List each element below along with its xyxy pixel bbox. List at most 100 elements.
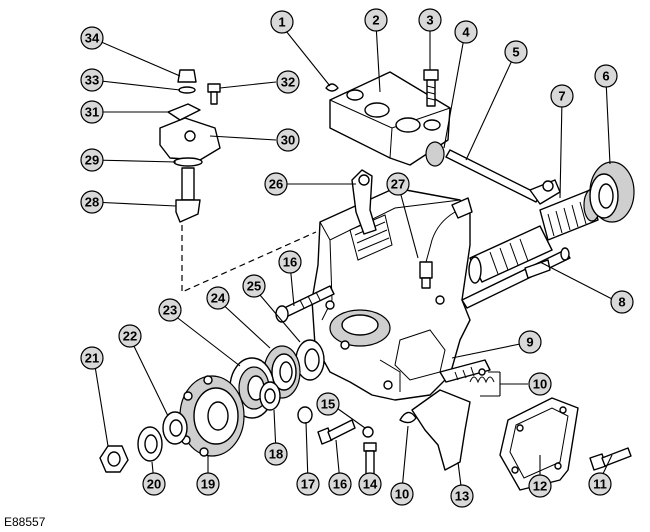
callout-2: 2 [364,8,388,32]
svg-text:24: 24 [211,291,226,306]
svg-text:11: 11 [593,477,607,492]
callout-6: 6 [594,64,618,88]
lever [351,169,377,235]
callout-15: 15 [316,392,340,416]
callout-10-right: 10 [528,372,552,396]
callout-1: 1 [270,10,294,34]
figure-reference: E88557 [4,515,46,529]
svg-text:1: 1 [278,15,285,30]
clip-1 [325,83,339,92]
svg-text:10: 10 [395,487,409,502]
svg-text:5: 5 [512,45,519,60]
callout-7: 7 [550,84,574,108]
svg-text:2: 2 [372,13,379,28]
svg-text:32: 32 [281,75,295,90]
bolt-32 [207,83,221,105]
bolt-3 [423,69,439,107]
flange [179,375,245,457]
bolt-16-bottom [317,419,356,445]
svg-text:34: 34 [85,31,100,46]
callout-23: 23 [158,298,182,322]
coupling-sleeve [589,161,635,223]
svg-text:33: 33 [85,73,99,88]
bracket-30 [159,117,221,161]
bolt-14 [363,442,377,477]
plate-31 [167,103,201,121]
callout-27: 27 [386,172,410,196]
seal-22 [162,411,188,445]
callout-20: 20 [142,472,166,496]
svg-text:7: 7 [558,89,565,104]
callout-26: 26 [264,172,288,196]
callout-30: 30 [276,128,300,152]
svg-text:21: 21 [85,351,99,366]
main-casing [311,187,471,401]
callout-11: 11 [588,472,612,496]
callout-28: 28 [80,190,104,214]
valve-housing [329,71,451,167]
callout-13: 13 [450,484,474,508]
svg-text:10: 10 [533,377,547,392]
svg-text:17: 17 [301,477,315,492]
callout-12: 12 [528,474,552,498]
svg-text:16: 16 [333,477,347,492]
svg-text:25: 25 [247,279,261,294]
callout-19: 19 [196,472,220,496]
callout-10-bottom: 10 [390,482,414,506]
callout-18: 18 [264,442,288,466]
svg-text:4: 4 [462,25,470,40]
callout-33: 33 [80,68,104,92]
spacer-18 [259,381,281,411]
callout-9: 9 [518,330,542,354]
svg-text:28: 28 [85,195,99,210]
callout-25: 25 [242,274,266,298]
selector-rod [445,149,561,205]
callout-5: 5 [504,40,528,64]
callout-21: 21 [80,346,104,370]
svg-text:9: 9 [526,335,533,350]
callout-14: 14 [358,472,382,496]
washer-15 [362,426,374,438]
callout-16-top: 16 [278,250,302,274]
svg-text:18: 18 [269,447,283,462]
svg-text:14: 14 [363,477,378,492]
circlip-10 [399,411,417,424]
washer-33 [178,86,196,94]
svg-text:30: 30 [281,133,295,148]
svg-text:15: 15 [321,397,335,412]
callout-31: 31 [80,100,104,124]
seal-29 [173,157,203,167]
bearing-25 [295,339,325,381]
sensor [419,197,473,289]
svg-text:26: 26 [269,177,283,192]
washer-20 [137,426,163,462]
callout-17: 17 [296,472,320,496]
svg-text:27: 27 [391,177,405,192]
svg-text:23: 23 [163,303,177,318]
callout-3: 3 [418,8,442,32]
nut-21 [99,445,129,473]
callout-16-bottom: 16 [328,472,352,496]
svg-text:3: 3 [426,13,433,28]
alignment-line [181,225,317,293]
cover-plate [499,397,579,491]
svg-text:8: 8 [618,295,625,310]
svg-text:29: 29 [85,153,99,168]
nut-34 [177,69,197,83]
callout-22: 22 [118,324,142,348]
svg-text:31: 31 [85,105,99,120]
plug-17 [297,406,313,424]
callout-34: 34 [80,26,104,50]
callout-32: 32 [276,70,300,94]
svg-text:12: 12 [533,479,547,494]
callout-29: 29 [80,148,104,172]
svg-text:22: 22 [123,329,137,344]
shaft-28 [175,167,201,223]
callout-24: 24 [206,286,230,310]
svg-text:13: 13 [455,489,469,504]
svg-text:20: 20 [147,477,161,492]
svg-text:19: 19 [201,477,215,492]
svg-text:16: 16 [283,255,297,270]
shift-fork [411,359,491,471]
